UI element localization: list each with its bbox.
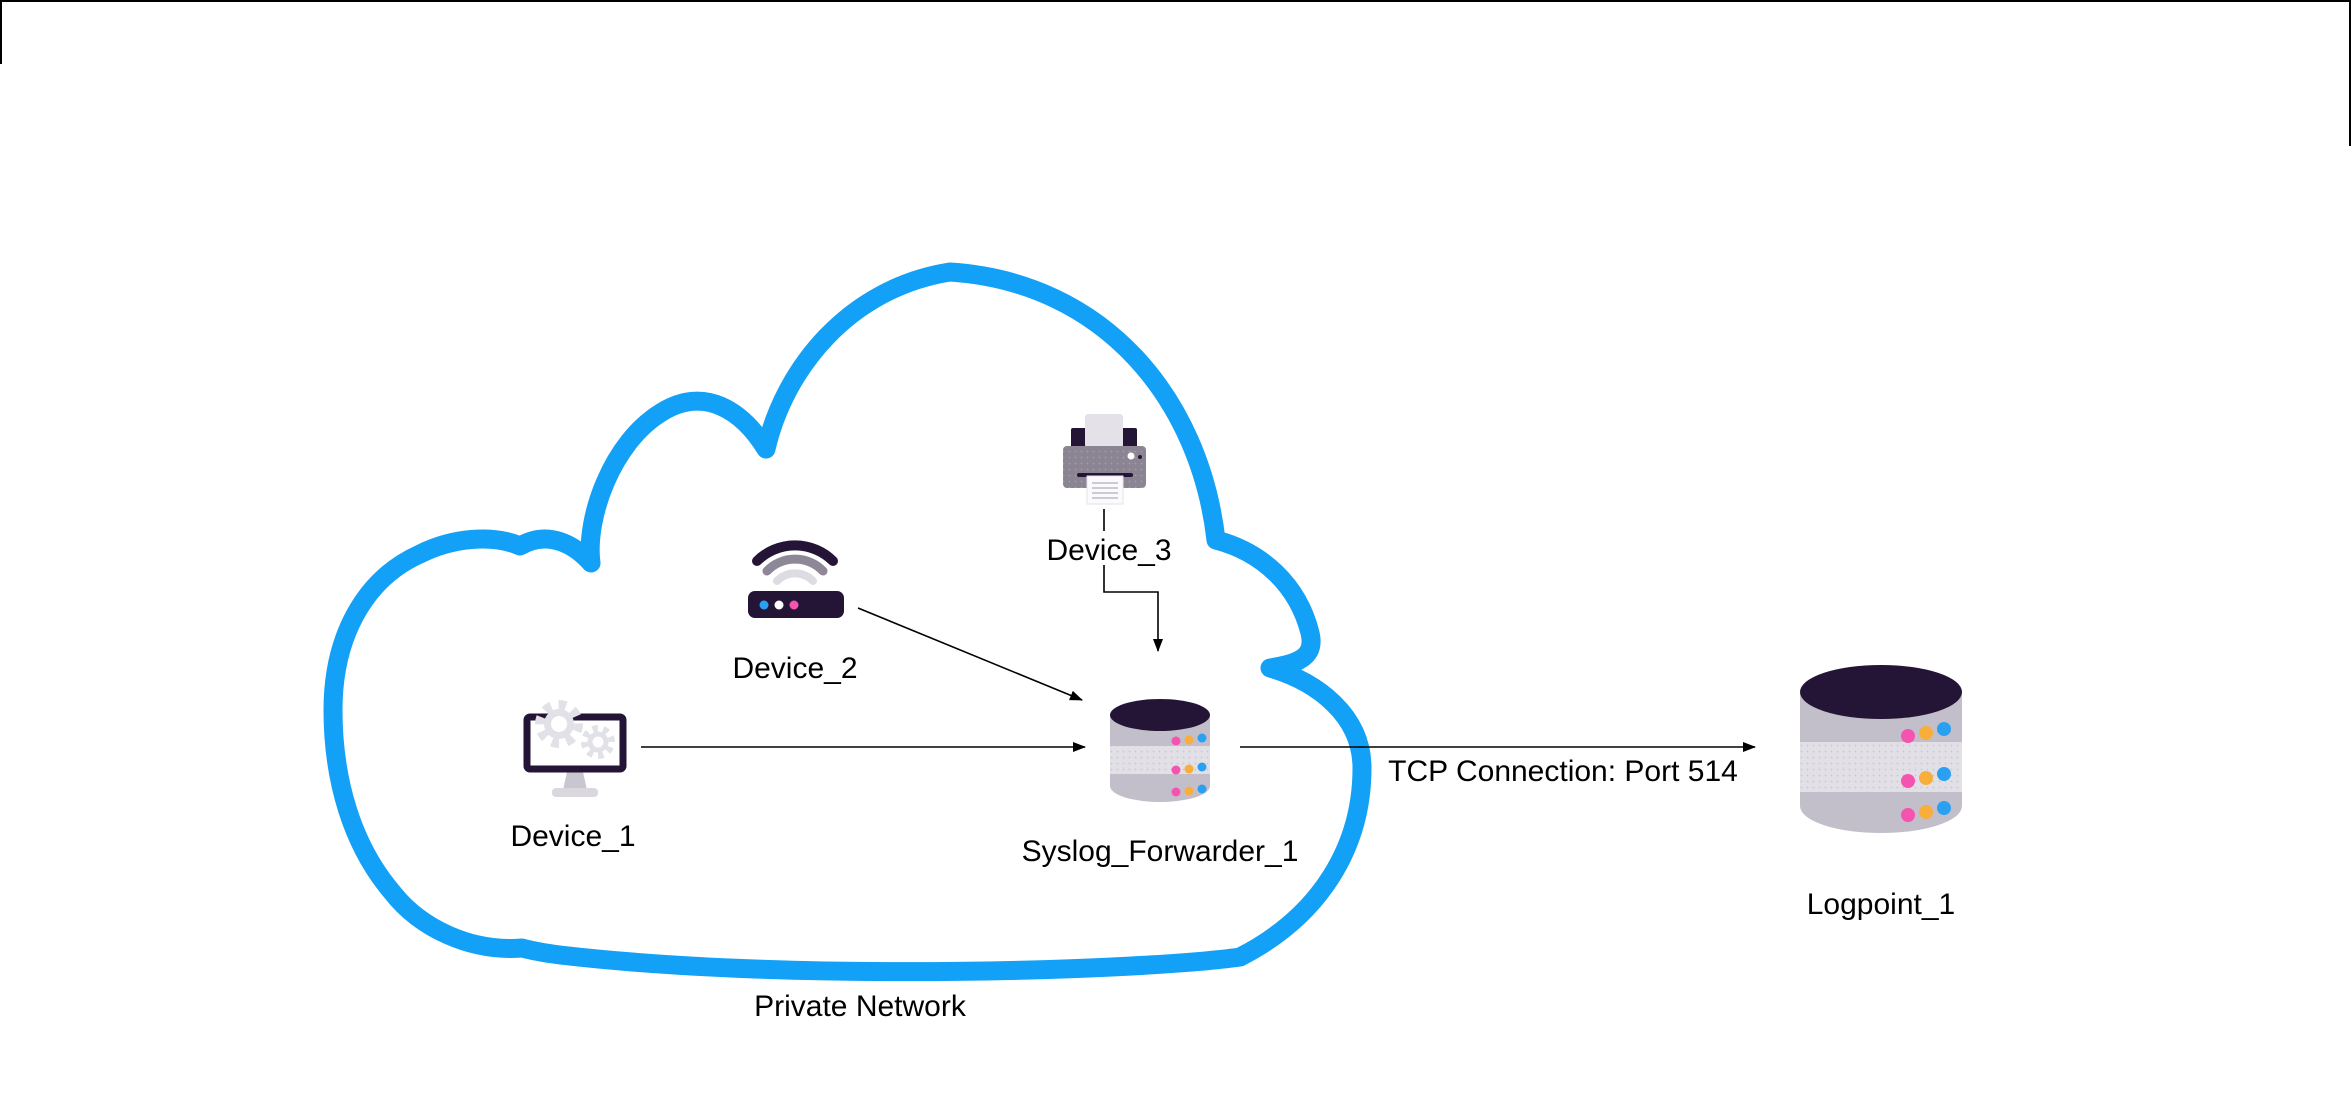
connectors [641,509,1756,752]
db-dots [1901,722,1951,822]
wifi-arc-middle [762,554,828,576]
node-label-device-2: Device_2 [732,652,857,685]
wifi-router-icon [748,540,844,618]
database-icon [1110,699,1210,802]
node-label-device-3: Device_3 [1046,534,1171,567]
printer-light-dark [1138,455,1142,459]
db-top [1800,665,1962,719]
router-led-white [774,600,784,610]
printer-body-texture [1063,446,1146,488]
node-label-logpoint-1: Logpoint_1 [1807,888,1955,921]
monitor-stand-base [552,788,598,797]
db-band-middle-texture [1110,746,1210,774]
gear-large [535,700,583,748]
db-dots [1171,733,1207,797]
db-band-bottom [1800,792,1962,833]
db-top [1110,699,1210,731]
node-syslog-forwarder-1: Syslog_Forwarder_1 [1022,699,1299,868]
node-label-device-1: Device_1 [510,820,635,853]
node-device-2: Device_2 [732,540,858,685]
node-label-syslog-forwarder-1: Syslog_Forwarder_1 [1022,835,1299,868]
node-device-3: Device_3 [1046,414,1172,567]
printer-output-lines [1092,482,1118,499]
printer-input-paper [1085,414,1123,448]
gear-small [581,725,615,759]
wifi-arc-inner [773,569,817,585]
wifi-arc-outer [752,540,838,566]
printer-output-paper [1086,475,1124,505]
connector-device2-syslog [857,607,1083,701]
connector-device3-syslog-seg2 [1103,565,1163,652]
database-icon [1800,665,1962,833]
private-network-zone: Private Network [323,262,1372,1023]
connection-label-tcp: TCP Connection: Port 514 [1388,755,1738,788]
router-led-pink [789,600,799,610]
db-band-bottom [1110,774,1210,802]
computer-gears-icon [523,700,627,797]
db-band-middle-texture [1800,742,1962,792]
router-led-blue [759,600,769,610]
monitor-stand-neck [563,772,587,790]
node-device-1: Device_1 [510,700,636,853]
node-logpoint-1: Logpoint_1 [1800,665,1962,921]
cloud-label: Private Network [754,990,967,1023]
printer-light-white [1127,452,1135,460]
printer-icon [1063,414,1146,505]
